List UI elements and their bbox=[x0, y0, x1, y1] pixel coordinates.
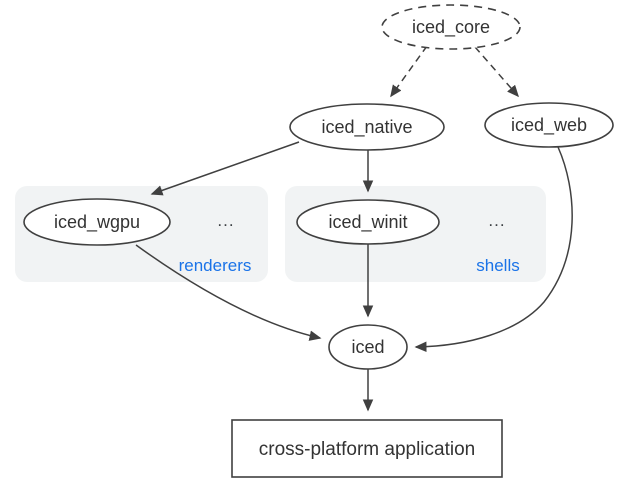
node-iced-native: iced_native bbox=[289, 103, 445, 151]
iced-core-ellipse bbox=[381, 4, 521, 50]
edge-web-to-iced bbox=[414, 146, 573, 353]
iced-native-ellipse bbox=[289, 103, 445, 151]
app-label: cross-platform application bbox=[259, 439, 475, 460]
renderers-ellipsis: ... bbox=[217, 211, 234, 230]
iced-native-label: iced_native bbox=[321, 117, 412, 138]
node-cross-platform-application: cross-platform application bbox=[231, 419, 503, 478]
iced-label: iced bbox=[351, 337, 384, 357]
node-iced: iced bbox=[328, 324, 408, 370]
app-rect bbox=[231, 419, 503, 478]
shells-ellipsis: ... bbox=[488, 211, 505, 230]
edge-wgpu-to-iced bbox=[135, 244, 322, 341]
node-iced-winit: iced_winit bbox=[296, 199, 440, 245]
iced-web-ellipse bbox=[484, 102, 614, 148]
node-iced-core: iced_core bbox=[381, 4, 521, 50]
renderers-group-label: renderers bbox=[179, 256, 252, 275]
iced-web-label: iced_web bbox=[511, 115, 587, 136]
iced-ellipse bbox=[328, 324, 408, 370]
edge-native-to-wgpu bbox=[150, 141, 300, 196]
iced-winit-ellipse bbox=[296, 199, 440, 245]
node-iced-web: iced_web bbox=[484, 102, 614, 148]
edge-core-to-web bbox=[474, 46, 519, 98]
iced-wgpu-ellipse bbox=[23, 198, 171, 246]
iced-core-label: iced_core bbox=[412, 17, 490, 38]
iced-wgpu-label: iced_wgpu bbox=[54, 212, 140, 233]
edge-core-to-native bbox=[390, 45, 428, 98]
node-iced-wgpu: iced_wgpu bbox=[23, 198, 171, 246]
shells-group-label: shells bbox=[476, 256, 519, 275]
iced-winit-label: iced_winit bbox=[328, 212, 407, 233]
